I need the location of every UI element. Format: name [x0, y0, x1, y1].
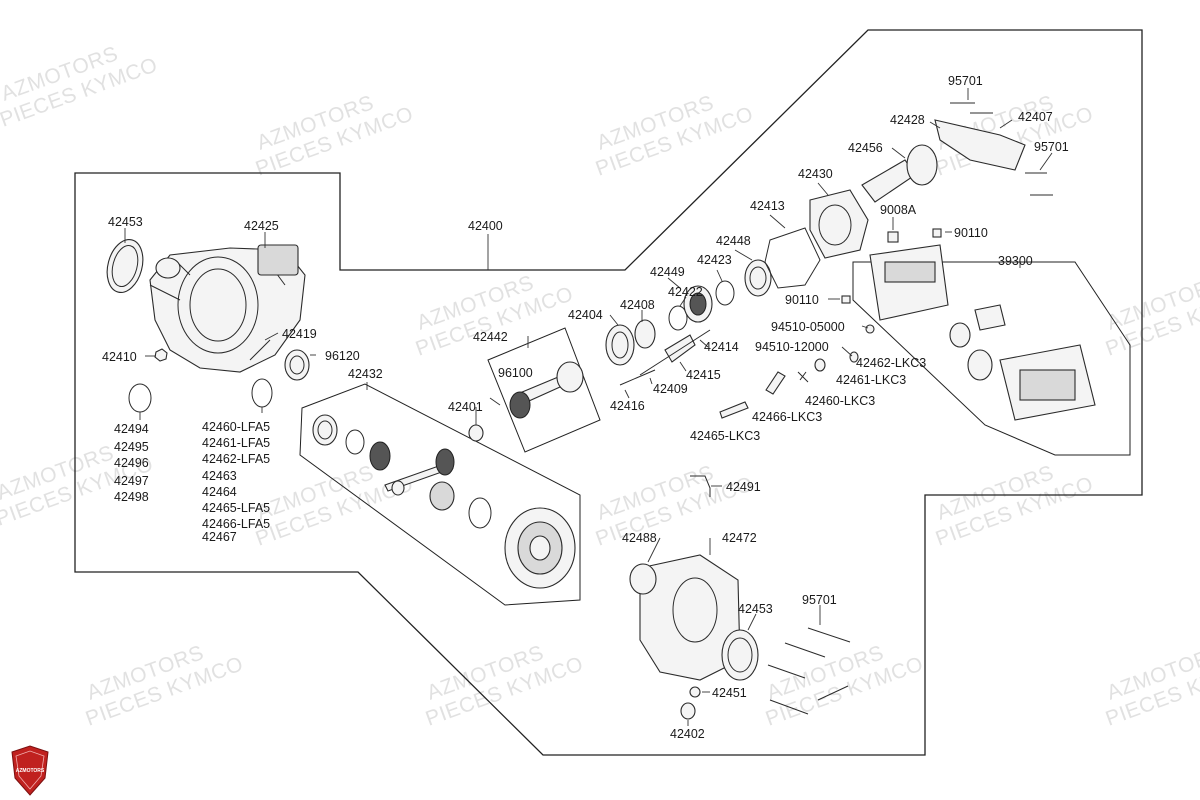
- sub-box-42442: [487, 327, 601, 453]
- part-label: 42461-LFA5: [202, 436, 270, 450]
- spring-42416-part: [619, 369, 656, 386]
- bearing-42404-part: [605, 324, 635, 366]
- part-label: 42430: [798, 167, 833, 181]
- part-label: 42461-LKC3: [836, 373, 906, 387]
- leader-lines: [124, 88, 1053, 726]
- nut-42410-part: [154, 348, 168, 362]
- part-label: 95701: [948, 74, 983, 88]
- part-label: 42453: [108, 215, 143, 229]
- sub-box-39300: [852, 261, 1131, 456]
- part-label: 42465-LFA5: [202, 501, 270, 515]
- bolts-95701c-part: [767, 627, 851, 715]
- seal-42448-part: [744, 259, 772, 297]
- bracket-42428-part: [934, 119, 1026, 171]
- part-label: 42466-LKC3: [752, 410, 822, 424]
- part-label: 42414: [704, 340, 739, 354]
- part-label: 42448: [716, 234, 751, 248]
- part-label: 42416: [610, 399, 645, 413]
- part-label: 42425: [244, 219, 279, 233]
- part-label: 42404: [568, 308, 603, 322]
- detent-parts-part: [719, 295, 875, 419]
- motor-39300-part: [869, 244, 1096, 421]
- part-label: 95701: [802, 593, 837, 607]
- part-label: 42402: [670, 727, 705, 741]
- gearset-42432-part: [312, 414, 576, 589]
- actuator-42456-part: [861, 144, 938, 203]
- part-label: 9008A: [880, 203, 917, 217]
- pinion-42442-part: [509, 361, 584, 419]
- part-label: 42456: [848, 141, 883, 155]
- part-label: 42408: [620, 298, 655, 312]
- part-label: 42451: [712, 686, 747, 700]
- part-label: 42409: [653, 382, 688, 396]
- part-label: 42462-LKC3: [856, 356, 926, 370]
- part-label: 42419: [282, 327, 317, 341]
- part-label: 90110: [954, 226, 988, 240]
- clip-42423-part: [715, 280, 735, 306]
- part-label: 42497: [114, 474, 149, 488]
- plug-42451-part: [689, 686, 701, 698]
- part-label: 42467: [202, 530, 237, 544]
- bearing-42401-part: [468, 424, 484, 442]
- ring-42422-part: [668, 305, 688, 331]
- part-label: 42415: [686, 368, 721, 382]
- part-label: 94510-05000: [771, 320, 845, 334]
- vent-42491-part: [690, 475, 711, 497]
- label-assembly: 42400: [468, 219, 503, 233]
- seal-42453-part: [106, 239, 144, 293]
- logo-text: AZMOTORS: [16, 768, 45, 774]
- fork-42409-part: [639, 329, 711, 376]
- label-group-39300: 39300: [998, 254, 1033, 268]
- part-label: 96100: [498, 366, 533, 380]
- cover-42472-part: [629, 554, 759, 681]
- plug-42402-part: [680, 702, 696, 720]
- part-label: 42465-LKC3: [690, 429, 760, 443]
- part-label: 42498: [114, 490, 149, 504]
- bolt-9008a-part: [887, 231, 899, 243]
- seal-96120-part: [284, 349, 310, 381]
- part-label: 42472: [722, 531, 757, 545]
- part-label: 42453: [738, 602, 773, 616]
- part-label: 94510-12000: [755, 340, 829, 354]
- bolts-95701-part: [950, 102, 1053, 196]
- part-label: 42413: [750, 199, 785, 213]
- part-label: 42460-LFA5: [202, 420, 270, 434]
- shim-42460-part: [251, 378, 273, 408]
- part-label: 42428: [890, 113, 925, 127]
- cover-42430-part: [809, 189, 869, 259]
- assembly-boundary: [74, 29, 1143, 756]
- label-group-42442: 42442: [473, 330, 508, 344]
- part-label: 42462-LFA5: [202, 452, 270, 466]
- part-label: 42423: [697, 253, 732, 267]
- part-label: 42401: [448, 400, 483, 414]
- sub-box-42432: [299, 383, 581, 606]
- part-label: 42422: [668, 285, 703, 299]
- part-label: 42466-LFA5: [202, 517, 270, 531]
- housing-42425-part: [149, 244, 306, 373]
- azmotors-logo: AZMOTORS: [11, 745, 49, 796]
- bolt-90110-part: [932, 228, 942, 238]
- part-label: 42496: [114, 456, 149, 470]
- part-label: 42449: [650, 265, 685, 279]
- part-label: 42410: [102, 350, 137, 364]
- part-label: 95701: [1034, 140, 1069, 154]
- part-label: 42464: [202, 485, 237, 499]
- part-label: 42488: [622, 531, 657, 545]
- label-group-42432: 42432: [348, 367, 383, 381]
- part-label: 96120: [325, 349, 360, 363]
- gasket-42413-part: [764, 227, 821, 289]
- part-label: 42495: [114, 440, 149, 454]
- part-label: 42491: [726, 480, 761, 494]
- part-label: 42460-LKC3: [805, 394, 875, 408]
- part-label: 42463: [202, 469, 237, 483]
- shim-42494-part: [128, 383, 152, 413]
- part-label: 90110: [785, 293, 819, 307]
- part-label: 42494: [114, 422, 149, 436]
- bearing-42449-part: [683, 285, 713, 323]
- part-label: 42407: [1018, 110, 1053, 124]
- part-labels: 42400 42453 42425 42419 42410 96120 4249…: [102, 74, 1069, 741]
- ring-42408-part: [634, 319, 656, 349]
